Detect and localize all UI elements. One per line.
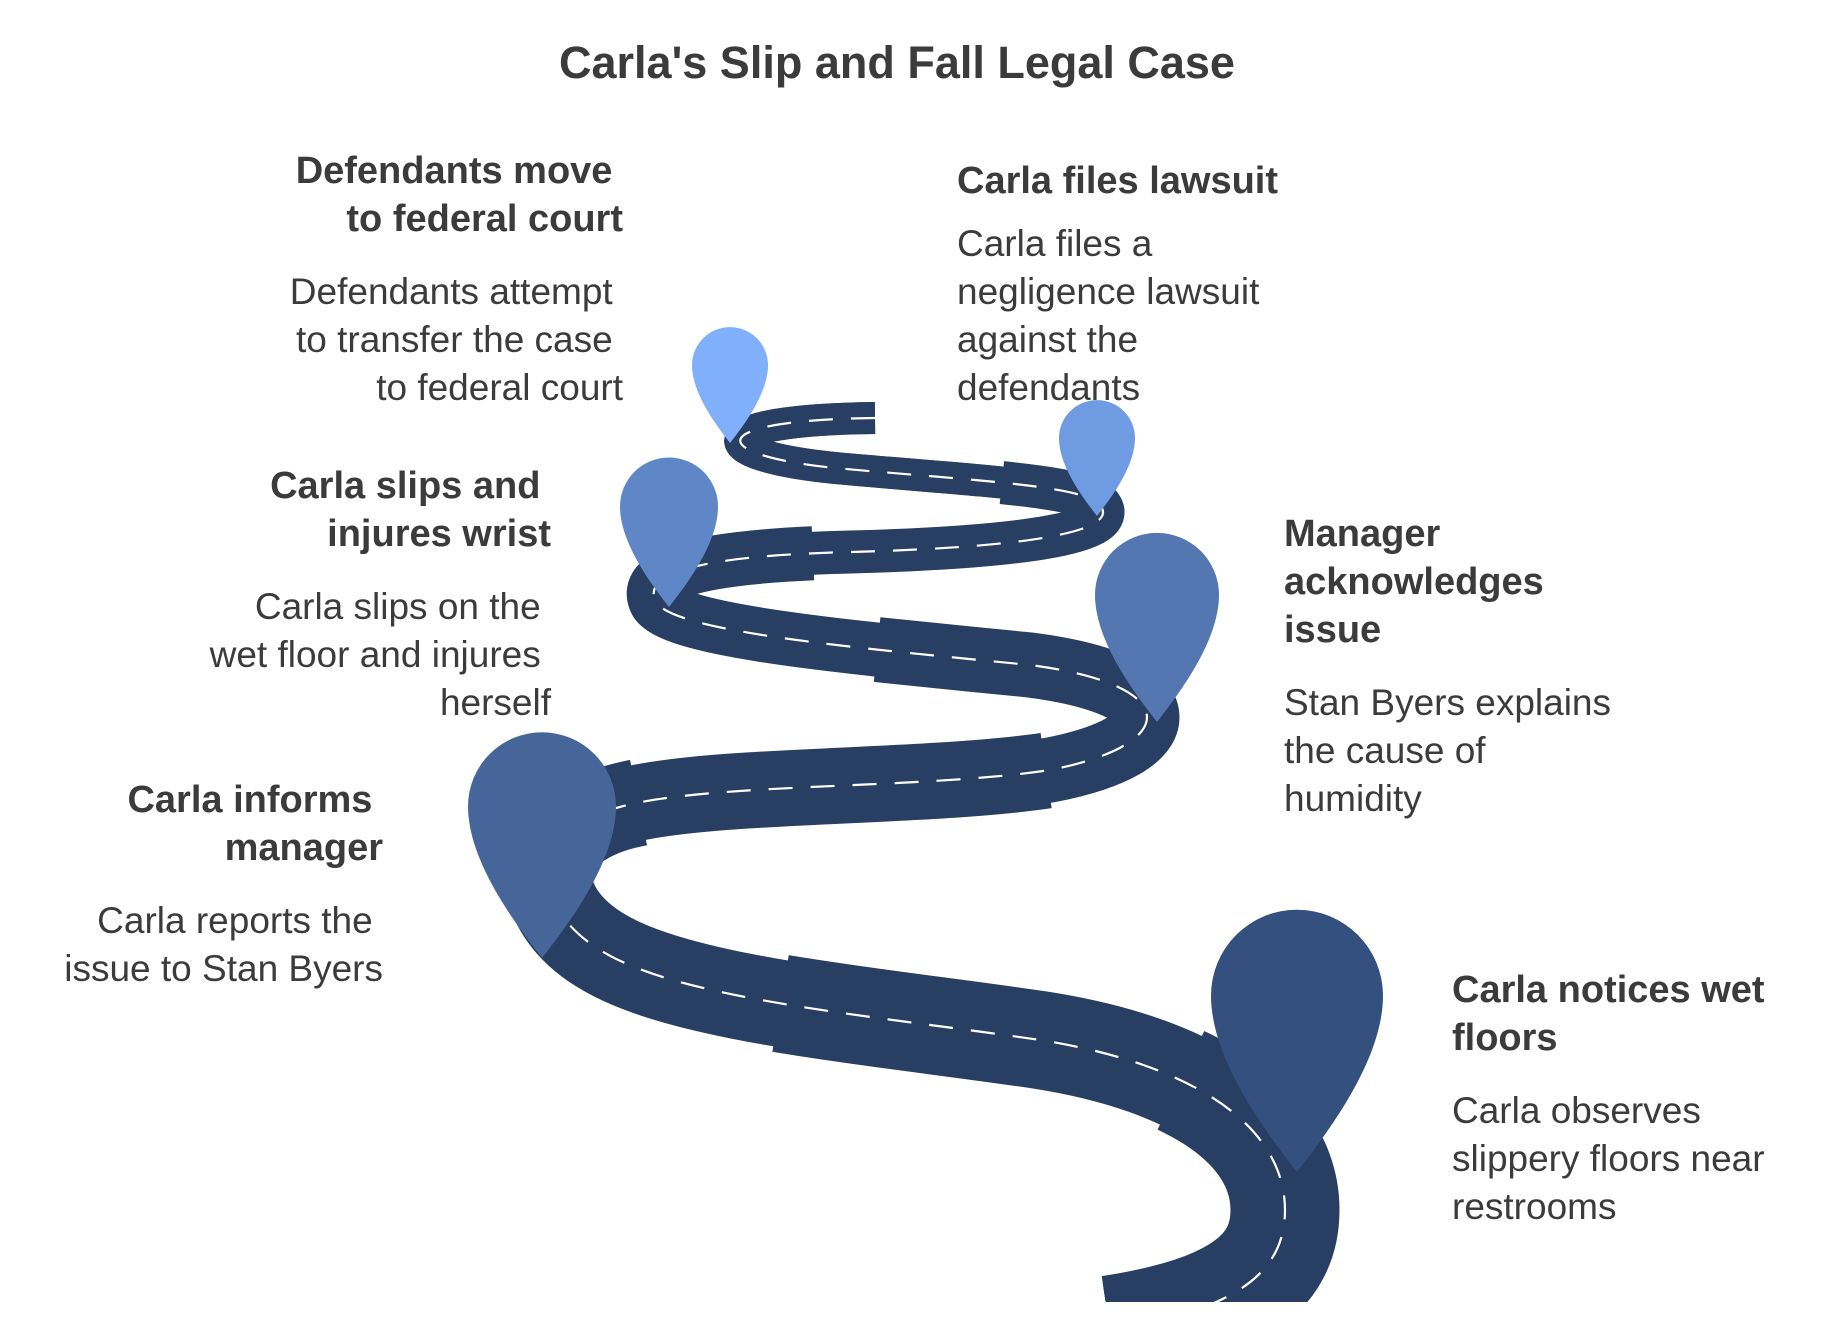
description-line: Defendants attempt	[290, 271, 614, 312]
milestone-informs-manager: Carla informs manager Carla reports the …	[64, 779, 383, 989]
milestone-heading: Carla slips and injures wrist	[270, 465, 551, 555]
map-pin-icon	[1095, 532, 1219, 722]
milestone-description: Carla files a negligence lawsuit against…	[957, 223, 1270, 408]
heading-line: manager	[225, 827, 384, 869]
milestone-heading: Manager acknowledges issue	[1284, 513, 1554, 651]
heading-line: Carla notices wet	[1452, 969, 1765, 1011]
description-line: Carla slips on the	[255, 586, 541, 627]
description-line: issue to Stan Byers	[64, 948, 383, 989]
description-line: wet floor and injures	[209, 634, 541, 675]
milestone-move-to-federal-court: Defendants move to federal court Defenda…	[290, 150, 624, 408]
map-pin-icon	[1211, 909, 1383, 1172]
description-line: the cause of	[1284, 730, 1486, 771]
heading-line: Carla files lawsuit	[957, 160, 1278, 202]
milestone-manager-acknowledges: Manager acknowledges issue Stan Byers ex…	[1284, 513, 1621, 819]
heading-line: floors	[1452, 1017, 1558, 1059]
diagram-title: Carla's Slip and Fall Legal Case	[559, 37, 1235, 88]
milestone-files-lawsuit: Carla files lawsuit Carla files a neglig…	[957, 160, 1278, 408]
milestone-heading: Defendants move to federal court	[296, 150, 624, 240]
milestone-heading: Carla notices wet floors	[1452, 969, 1775, 1059]
milestone-description: Defendants attempt to transfer the case …	[290, 271, 624, 408]
description-line: against the	[957, 319, 1138, 360]
milestone-description: Carla reports the issue to Stan Byers	[64, 900, 383, 989]
heading-line: injures wrist	[327, 513, 551, 555]
map-pin-icon	[692, 327, 768, 443]
heading-line: Carla informs	[127, 779, 372, 821]
map-pin-icon	[620, 457, 718, 607]
milestone-description: Carla slips on the wet floor and injures…	[209, 586, 552, 723]
heading-line: Carla slips and	[270, 465, 540, 507]
milestone-description: Carla observes slippery floors near rest…	[1452, 1090, 1775, 1227]
description-line: Carla observes	[1452, 1090, 1701, 1131]
description-line: Stan Byers explains	[1284, 682, 1611, 723]
heading-line: to federal court	[346, 198, 623, 240]
description-line: slippery floors near	[1452, 1138, 1765, 1179]
milestone-pins	[468, 327, 1383, 1172]
heading-line: issue	[1284, 609, 1381, 651]
milestone-heading: Carla files lawsuit	[957, 160, 1278, 202]
description-line: Carla reports the	[97, 900, 373, 941]
heading-line: acknowledges	[1284, 561, 1544, 603]
description-line: to federal court	[376, 367, 624, 408]
heading-line: Manager	[1284, 513, 1440, 555]
description-line: restrooms	[1452, 1186, 1616, 1227]
milestone-notices-wet-floors: Carla notices wet floors Carla observes …	[1452, 969, 1775, 1227]
heading-line: Defendants move	[296, 150, 613, 192]
milestone-description: Stan Byers explains the cause of humidit…	[1284, 682, 1621, 819]
road-lane-marking	[547, 416, 1287, 1302]
road-segment	[499, 369, 1334, 1302]
milestone-slips-injures-wrist: Carla slips and injures wrist Carla slip…	[209, 465, 552, 723]
description-line: humidity	[1284, 778, 1422, 819]
description-line: defendants	[957, 367, 1140, 408]
milestone-heading: Carla informs manager	[127, 779, 383, 869]
description-line: negligence lawsuit	[957, 271, 1260, 312]
description-line: herself	[440, 682, 552, 723]
description-line: to transfer the case	[296, 319, 613, 360]
map-pin-icon	[1059, 400, 1135, 516]
description-line: Carla files a	[957, 223, 1153, 264]
map-pin-icon	[468, 732, 616, 958]
